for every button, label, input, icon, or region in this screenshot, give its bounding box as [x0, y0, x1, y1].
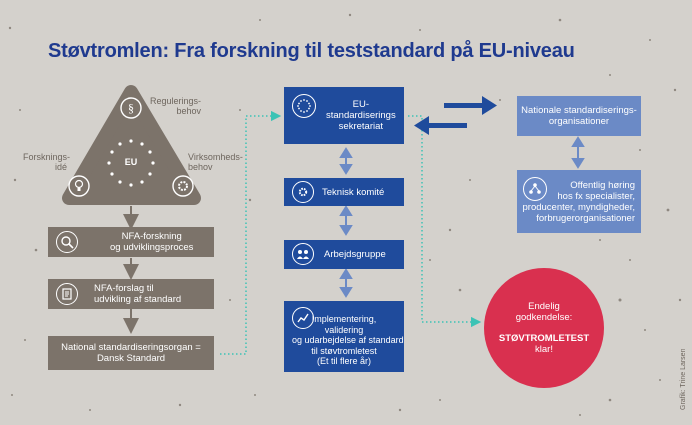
svg-text:§: § — [128, 101, 134, 115]
chart-line-icon — [292, 307, 314, 329]
public-hearing: Offentlig høring hos fx specialister, pr… — [517, 170, 641, 233]
step-technical-committee: Teknisk komité — [284, 178, 404, 206]
step-nfa-proposal: NFA-forslag til udvikling af standard — [48, 279, 214, 309]
gear-icon — [292, 181, 314, 203]
lightbulb-icon — [68, 175, 90, 197]
final-approval-line3: klar! — [535, 344, 553, 355]
eu-stars-icon — [107, 139, 155, 187]
people-icon — [292, 243, 314, 265]
national-standardisation-orgs: Nationale standardiserings- organisation… — [517, 96, 641, 136]
label-regulation-need: Regulerings- behov — [150, 96, 202, 116]
final-approval-title: STØVTROMLETEST — [498, 333, 590, 344]
final-approval: Endelig godkendelse: STØVTROMLETEST klar… — [484, 268, 604, 388]
document-icon — [56, 283, 78, 305]
page-title: Støvtromlen: Fra forskning til teststand… — [48, 40, 575, 62]
step-nfa-research: NFA-forskning og udviklingsproces — [48, 227, 214, 257]
network-people-icon — [523, 177, 547, 201]
step-working-group-label: Arbejdsgruppe — [324, 249, 386, 260]
step-eu-secretariat: EU- standardiserings sekretariat — [284, 87, 404, 144]
step-implementation-label: Implementering, validering og udarbejdel… — [292, 314, 404, 367]
exchange-arrows — [414, 96, 497, 135]
gear-icon — [172, 175, 194, 197]
eu-label: EU — [124, 157, 138, 167]
step-dansk-standard: National standardiseringsorgan = Dansk S… — [48, 336, 214, 370]
label-research-idea: Forsknings- idé — [23, 152, 71, 172]
graphic-credit: Grafik: Trine Larsen — [680, 348, 687, 410]
eu-stars-icon — [292, 94, 316, 118]
step-working-group: Arbejdsgruppe — [284, 240, 404, 269]
public-hearing-label: Offentlig høring hos fx specialister, pr… — [522, 179, 636, 224]
paragraph-icon — [120, 97, 142, 119]
step-nfa-proposal-label: NFA-forslag til udvikling af standard — [94, 283, 182, 305]
magnifier-gear-icon — [56, 231, 78, 253]
national-standardisation-orgs-label: Nationale standardiserings- organisation… — [521, 105, 637, 127]
step-implementation: Implementering, validering og udarbejdel… — [284, 301, 404, 372]
step-nfa-research-label: NFA-forskning og udviklingsproces — [110, 231, 194, 253]
step-eu-secretariat-label: EU- standardiserings sekretariat — [326, 99, 396, 132]
triangle-shape — [62, 85, 201, 205]
label-business-need: Virksomheds- behov — [188, 152, 243, 172]
step-dansk-standard-label: National standardiseringsorgan = Dansk S… — [61, 342, 201, 364]
final-approval-line1: Endelig godkendelse: — [515, 301, 573, 323]
step-technical-committee-label: Teknisk komité — [322, 186, 385, 198]
background-speckles — [8, 13, 682, 416]
